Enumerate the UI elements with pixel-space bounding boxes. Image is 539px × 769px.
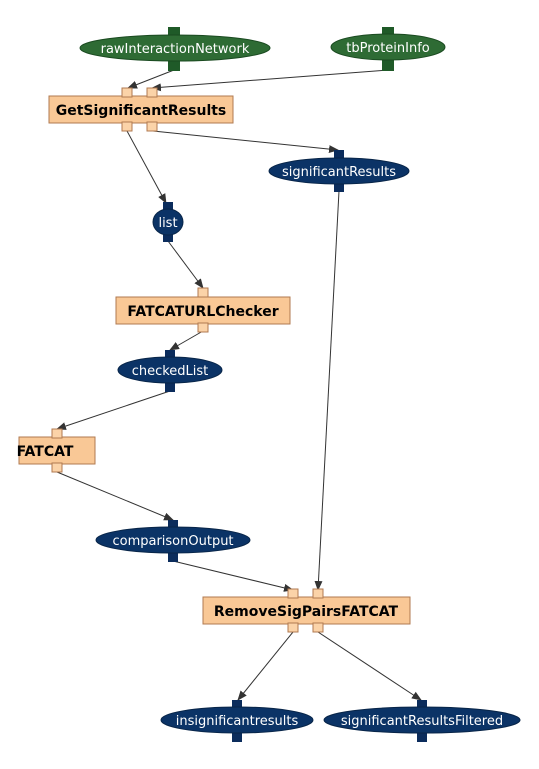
edge-checkedList-to-FATCAT [56, 390, 171, 430]
workflow-output-significantResults[interactable]: significantResults [268, 150, 410, 192]
workflow-output-comparisonOutput[interactable]: comparisonOutput [95, 520, 251, 562]
edge-significantResults-to-RemoveSigPairsFATCAT [314, 190, 340, 591]
processor-output-port-icon [287, 622, 299, 633]
input-label-rawInteractionNetwork: rawInteractionNetwork [101, 42, 250, 57]
output-label-significantResultsFiltered: significantResultsFiltered [341, 714, 503, 729]
workflow-input-rawInteractionNetwork[interactable]: rawInteractionNetwork [79, 27, 271, 71]
output-node-shape [323, 706, 521, 734]
input-label-tbProteinInfo: tbProteinInfo [346, 41, 430, 56]
processor-input-port-icon [146, 87, 158, 98]
edge-rawInteractionNetwork-to-GetSignificantResults [127, 69, 175, 89]
processor-label-RemoveSigPairsFATCAT: RemoveSigPairsFATCAT [214, 604, 399, 620]
processor-input-port-icon [312, 588, 324, 599]
workflow-output-insignificantresults[interactable]: insignificantresults [160, 700, 314, 742]
processor-label-GetSignificantResults: GetSignificantResults [56, 103, 227, 119]
edges [56, 69, 422, 701]
input-node-shape [79, 34, 271, 62]
edge-GetSignificantResults-to-significantResults [152, 130, 339, 154]
edge-FATCAT-to-comparisonOutput [56, 471, 174, 521]
workflow-output-list[interactable]: list [152, 202, 184, 242]
processor-box [202, 596, 411, 625]
edge-RemoveSigPairsFATCAT-to-significantResultsFiltered [317, 631, 422, 701]
processor-output-port-icon [121, 121, 133, 132]
output-node-shape [268, 157, 410, 185]
processor-input-port-icon [51, 428, 63, 439]
workflow-output-checkedList[interactable]: checkedList [117, 350, 223, 392]
processor-label-FATCAT: FATCAT [17, 444, 74, 460]
workflow-input-tbProteinInfo[interactable]: tbProteinInfo [330, 27, 446, 71]
input-node-shape [330, 33, 446, 61]
processor-GetSignificantResults[interactable]: GetSignificantResults [48, 87, 234, 132]
processor-input-port-icon [287, 588, 299, 599]
output-node-shape [160, 706, 314, 734]
processor-input-port-icon [197, 287, 209, 298]
processor-input-port-icon [121, 87, 133, 98]
output-node-shape [152, 208, 184, 236]
processor-output-port-icon [146, 121, 158, 132]
processor-FATCAT[interactable]: FATCAT [17, 428, 96, 473]
processor-FATCATURLChecker[interactable]: FATCATURLChecker [115, 287, 291, 333]
processor-box [48, 95, 234, 124]
edge-list-to-FATCATURLChecker [167, 240, 204, 289]
processor-output-port-icon [197, 322, 209, 333]
output-label-insignificantresults: insignificantresults [176, 714, 299, 729]
processor-RemoveSigPairsFATCAT[interactable]: RemoveSigPairsFATCAT [202, 588, 411, 633]
output-label-comparisonOutput: comparisonOutput [112, 534, 233, 549]
edge-GetSignificantResults-to-list [126, 130, 167, 204]
processor-output-port-icon [312, 622, 324, 633]
processor-label-FATCATURLChecker: FATCATURLChecker [127, 304, 278, 320]
edge-FATCATURLChecker-to-checkedList [169, 330, 204, 351]
edge-tbProteinInfo-to-GetSignificantResults [151, 69, 389, 92]
edge-comparisonOutput-to-RemoveSigPairsFATCAT [172, 560, 294, 592]
edge-RemoveSigPairsFATCAT-to-insignificantresults [237, 631, 294, 701]
processor-output-port-icon [51, 462, 63, 473]
output-label-checkedList: checkedList [132, 364, 209, 379]
output-label-list: list [158, 216, 177, 231]
output-node-shape [95, 526, 251, 554]
workflow-output-significantResultsFiltered[interactable]: significantResultsFiltered [323, 700, 521, 742]
output-label-significantResults: significantResults [282, 165, 396, 180]
processor-box [18, 436, 96, 465]
output-node-shape [117, 356, 223, 384]
